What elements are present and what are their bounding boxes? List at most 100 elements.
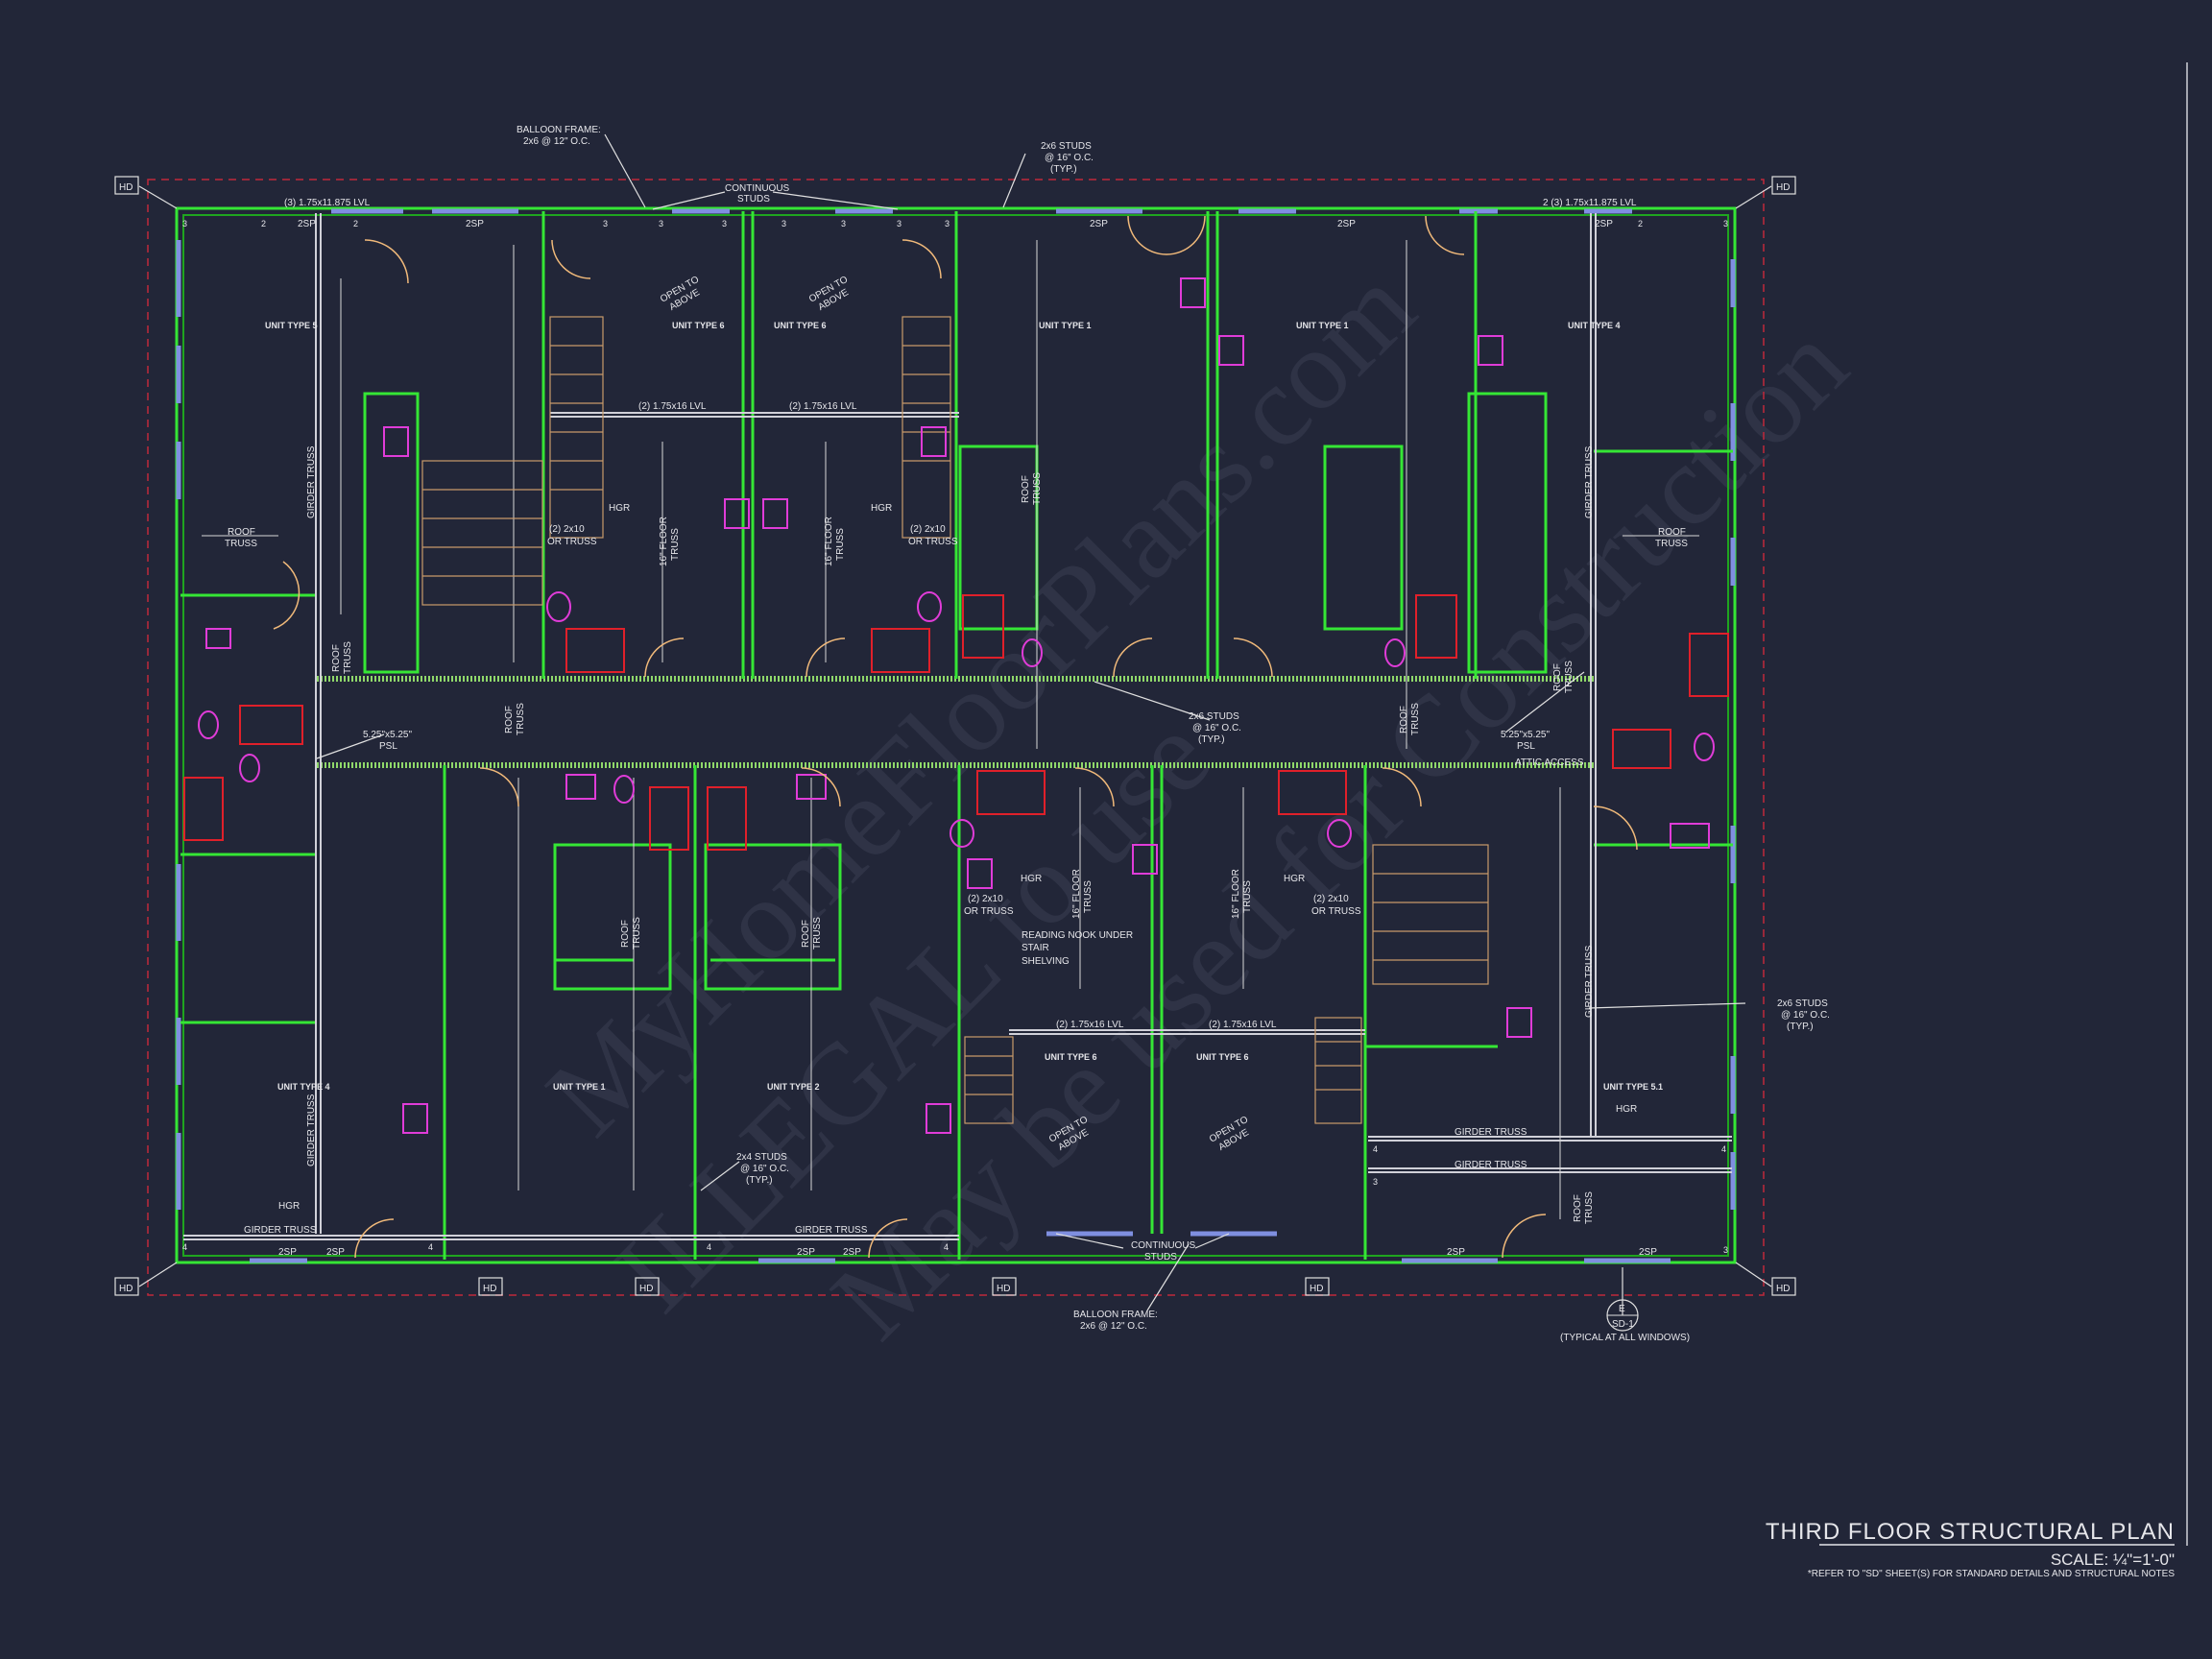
svg-text:2SP: 2SP xyxy=(1447,1247,1465,1258)
bath-fixtures xyxy=(183,277,1729,1134)
drawing-title: THIRD FLOOR STRUCTURAL PLAN xyxy=(1766,1519,2175,1545)
svg-text:@ 16" O.C.: @ 16" O.C. xyxy=(1192,723,1241,733)
unit-label: UNIT TYPE 5.1 xyxy=(1603,1082,1663,1092)
svg-text:HD: HD xyxy=(1310,1284,1323,1294)
svg-text:4: 4 xyxy=(182,1242,187,1252)
svg-text:5.25"x5.25": 5.25"x5.25" xyxy=(1501,730,1550,740)
svg-text:ROOF: ROOF xyxy=(1021,475,1031,503)
svg-text:TRUSS: TRUSS xyxy=(1032,472,1043,505)
svg-text:OR TRUSS: OR TRUSS xyxy=(547,537,597,547)
svg-text:16" FLOOR: 16" FLOOR xyxy=(824,517,834,566)
unit-label: UNIT TYPE 1 xyxy=(1296,321,1349,330)
svg-text:STUDS: STUDS xyxy=(1144,1252,1177,1262)
svg-text:May be used for Construction: May be used for Construction xyxy=(807,300,1870,1362)
svg-text:2x6 STUDS: 2x6 STUDS xyxy=(1041,141,1092,152)
svg-text:(TYP.): (TYP.) xyxy=(1787,1022,1814,1032)
svg-text:2: 2 xyxy=(261,219,266,228)
svg-text:3: 3 xyxy=(1723,1245,1728,1255)
svg-text:2SP: 2SP xyxy=(1090,219,1108,229)
svg-text:16" FLOOR: 16" FLOOR xyxy=(1231,869,1241,919)
svg-text:TRUSS: TRUSS xyxy=(516,703,526,735)
svg-text:3: 3 xyxy=(659,219,663,228)
svg-text:HD: HD xyxy=(1776,182,1790,193)
svg-text:3: 3 xyxy=(897,219,902,228)
svg-text:3: 3 xyxy=(603,219,608,228)
unit-labels: UNIT TYPE 5 UNIT TYPE 6 UNIT TYPE 6 UNIT… xyxy=(265,321,1663,1092)
svg-text:2 (3) 1.75x11.875 LVL: 2 (3) 1.75x11.875 LVL xyxy=(1543,198,1637,208)
svg-text:2: 2 xyxy=(1638,219,1643,228)
svg-text:GIRDER TRUSS: GIRDER TRUSS xyxy=(306,445,317,518)
svg-text:HD: HD xyxy=(997,1284,1010,1294)
unit-label: UNIT TYPE 2 xyxy=(767,1082,820,1092)
svg-text:2x6 STUDS: 2x6 STUDS xyxy=(1777,998,1828,1009)
detail-tag-e-sd1: E SD-1 (TYPICAL AT ALL WINDOWS) xyxy=(1560,1299,1690,1343)
callouts: BALLOON FRAME:2x6 @ 12" O.C. CONTINUOUSS… xyxy=(182,125,1830,1332)
svg-text:TRUSS: TRUSS xyxy=(1655,539,1688,549)
drawing-scale: SCALE: ¼"=1'-0" xyxy=(2051,1551,2175,1569)
svg-text:HGR: HGR xyxy=(278,1201,300,1212)
svg-text:2x6 @ 12" O.C.: 2x6 @ 12" O.C. xyxy=(523,136,590,147)
svg-text:3: 3 xyxy=(945,219,950,228)
svg-text:(2) 1.75x16 LVL: (2) 1.75x16 LVL xyxy=(1056,1020,1124,1030)
svg-text:HGR: HGR xyxy=(1284,874,1305,884)
drawing-note: *REFER TO "SD" SHEET(S) FOR STANDARD DET… xyxy=(1808,1569,2175,1579)
unit-label: UNIT TYPE 1 xyxy=(553,1082,606,1092)
svg-text:TRUSS: TRUSS xyxy=(670,528,681,561)
svg-text:GIRDER TRUSS: GIRDER TRUSS xyxy=(795,1225,868,1236)
svg-text:4: 4 xyxy=(1721,1144,1726,1154)
svg-text:(2) 2x10: (2) 2x10 xyxy=(910,524,946,535)
svg-text:GIRDER TRUSS: GIRDER TRUSS xyxy=(1584,445,1595,518)
svg-text:@ 16" O.C.: @ 16" O.C. xyxy=(1045,153,1094,163)
svg-text:OR TRUSS: OR TRUSS xyxy=(1311,906,1361,917)
svg-text:2x6 STUDS: 2x6 STUDS xyxy=(1189,711,1239,722)
svg-text:OR TRUSS: OR TRUSS xyxy=(964,906,1014,917)
svg-text:HGR: HGR xyxy=(1616,1104,1637,1115)
svg-text:HGR: HGR xyxy=(1021,874,1042,884)
unit-label: UNIT TYPE 6 xyxy=(672,321,725,330)
svg-text:2SP: 2SP xyxy=(1337,219,1356,229)
svg-text:ATTIC ACCESS: ATTIC ACCESS xyxy=(1515,757,1584,768)
svg-text:TRUSS: TRUSS xyxy=(1083,880,1094,913)
stairs xyxy=(421,316,1489,1124)
svg-text:CONTINUOUS: CONTINUOUS xyxy=(1131,1240,1196,1251)
svg-text:2: 2 xyxy=(353,219,358,228)
svg-text:GIRDER TRUSS: GIRDER TRUSS xyxy=(1455,1127,1527,1138)
svg-text:2SP: 2SP xyxy=(797,1247,815,1258)
svg-text:TRUSS: TRUSS xyxy=(225,539,257,549)
svg-text:@ 16" O.C.: @ 16" O.C. xyxy=(1781,1010,1830,1021)
svg-text:HGR: HGR xyxy=(609,503,630,514)
svg-text:TRUSS: TRUSS xyxy=(1242,880,1253,913)
svg-text:TRUSS: TRUSS xyxy=(812,917,823,950)
interior-walls xyxy=(180,211,1733,1260)
svg-text:TRUSS: TRUSS xyxy=(1584,1191,1595,1224)
svg-text:(TYP.): (TYP.) xyxy=(746,1175,773,1186)
svg-text:HGR: HGR xyxy=(871,503,892,514)
svg-text:CONTINUOUS: CONTINUOUS xyxy=(725,183,790,194)
windows xyxy=(176,208,1736,1263)
svg-text:GIRDER TRUSS: GIRDER TRUSS xyxy=(244,1225,317,1236)
svg-text:2SP: 2SP xyxy=(1639,1247,1657,1258)
svg-text:BALLOON FRAME:: BALLOON FRAME: xyxy=(517,125,601,135)
svg-text:GIRDER TRUSS: GIRDER TRUSS xyxy=(1455,1160,1527,1170)
svg-text:E: E xyxy=(1619,1304,1625,1314)
unit-label: UNIT TYPE 4 xyxy=(1568,321,1621,330)
svg-text:(2) 1.75x16 LVL: (2) 1.75x16 LVL xyxy=(789,401,857,412)
svg-text:ROOF: ROOF xyxy=(620,920,631,948)
unit-label: UNIT TYPE 1 xyxy=(1039,321,1092,330)
svg-text:3: 3 xyxy=(841,219,846,228)
span-arrows xyxy=(202,240,1699,1219)
svg-text:TRUSS: TRUSS xyxy=(1564,661,1575,693)
svg-text:OR TRUSS: OR TRUSS xyxy=(908,537,958,547)
svg-text:TRUSS: TRUSS xyxy=(632,917,642,950)
svg-text:STAIR: STAIR xyxy=(1022,943,1049,953)
svg-text:PSL: PSL xyxy=(379,741,397,752)
property-line xyxy=(147,179,1765,1296)
svg-text:GIRDER TRUSS: GIRDER TRUSS xyxy=(306,1094,317,1166)
svg-text:4: 4 xyxy=(944,1242,949,1252)
svg-text:ROOF: ROOF xyxy=(801,920,811,948)
hold-down-tags: HD HD HD HD HD HD HD HD xyxy=(114,176,1796,1296)
unit-label: UNIT TYPE 6 xyxy=(1045,1052,1097,1062)
svg-text:HD: HD xyxy=(119,182,132,193)
svg-text:ROOF: ROOF xyxy=(1573,1194,1583,1222)
